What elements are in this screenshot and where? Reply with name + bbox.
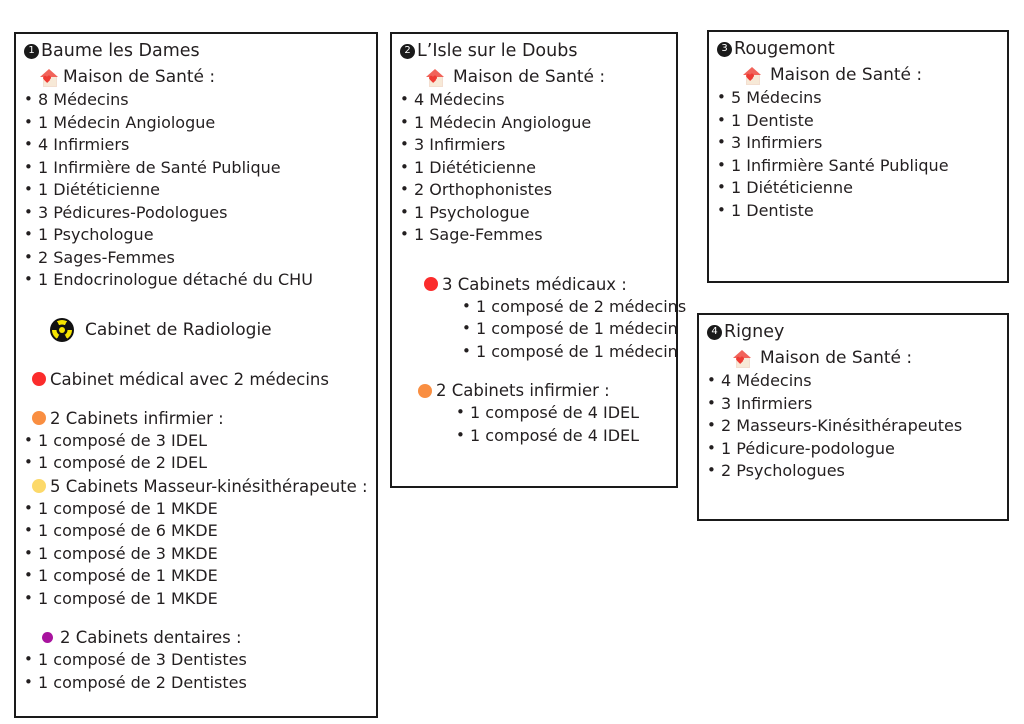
category-cabinets-medicaux: 3 Cabinets médicaux :	[424, 273, 668, 296]
town-name: L’Isle sur le Doubs	[417, 41, 578, 61]
category-label: 3 Cabinets médicaux :	[442, 274, 627, 294]
list-item: 1 composé de 4 IDEL	[456, 424, 668, 448]
maison-de-sante-label: Maison de Santé :	[770, 65, 923, 85]
list-item: 3 Pédicures-Podologues	[24, 201, 368, 225]
list-item: 1 composé de 2 médecins	[462, 295, 686, 319]
house-heart-icon	[40, 68, 59, 87]
town-number-badge: 4	[707, 324, 722, 340]
list-item: 1 composé de 2 IDEL	[24, 451, 368, 475]
list-item: 3 Infirmiers	[400, 133, 668, 157]
cabinet-radiologie-row: Cabinet de Radiologie	[50, 317, 368, 342]
town-header: 3 Rougemont	[717, 38, 999, 60]
list-item: 5 Médecins	[717, 86, 999, 110]
town-header: 4 Rigney	[707, 321, 999, 343]
list-item: 1 composé de 4 IDEL	[456, 401, 668, 425]
list-item: 8 Médecins	[24, 88, 368, 112]
maison-de-sante-header: Maison de Santé :	[733, 346, 999, 370]
list-item: 1 Médecin Angiologue	[24, 111, 368, 135]
list-item: 1 Psychologue	[400, 201, 668, 225]
category-medicaux-list: 1 composé de 2 médecins 1 composé de 1 m…	[400, 295, 686, 364]
category-cabinets-infirmier: 2 Cabinets infirmier :	[418, 379, 668, 402]
maison-de-sante-list: 8 Médecins 1 Médecin Angiologue 4 Infirm…	[24, 88, 368, 292]
town-panel-rougemont: 3 Rougemont Maison de Santé : 5 Médecins…	[707, 30, 1009, 283]
town-panel-baume-les-dames: 1 Baume les Dames Maison de Santé : 8 Mé…	[14, 32, 378, 718]
list-item: 1 Diététicienne	[24, 178, 368, 202]
cabinet-radiologie-label: Cabinet de Radiologie	[85, 319, 272, 340]
category-label: 2 Cabinets infirmier :	[436, 381, 610, 400]
category-infirmier-list: 1 composé de 3 IDEL 1 composé de 2 IDEL	[24, 429, 368, 475]
town-number-badge: 1	[24, 43, 39, 59]
house-heart-icon	[743, 66, 762, 85]
list-item: 1 Dentiste	[717, 109, 999, 133]
maison-de-sante-header: Maison de Santé :	[426, 65, 668, 89]
yellow-dot-icon	[32, 479, 46, 493]
category-cabinets-infirmier: 2 Cabinets infirmier :	[32, 407, 368, 430]
category-label: 5 Cabinets Masseur-kinésithérapeute :	[50, 476, 368, 496]
maison-de-sante-label: Maison de Santé :	[63, 67, 216, 87]
radioactive-icon	[50, 317, 74, 342]
list-item: 2 Masseurs-Kinésithérapeutes	[707, 414, 999, 438]
list-item: 1 Diététicienne	[717, 176, 999, 200]
list-item: 1 Médecin Angiologue	[400, 111, 668, 135]
town-header: 1 Baume les Dames	[24, 40, 368, 62]
list-item: 1 Pédicure-podologue	[707, 437, 999, 461]
maison-de-sante-list: 4 Médecins 1 Médecin Angiologue 3 Infirm…	[400, 88, 668, 247]
list-item: 2 Orthophonistes	[400, 178, 668, 202]
list-item: 1 composé de 3 Dentistes	[24, 648, 368, 672]
category-infirmier-list: 1 composé de 4 IDEL 1 composé de 4 IDEL	[400, 401, 668, 448]
list-item: 1 Infirmière de Santé Publique	[24, 156, 368, 180]
category-label: 2 Cabinets dentaires :	[60, 628, 242, 647]
list-item: 3 Infirmiers	[717, 131, 999, 155]
maison-de-sante-label: Maison de Santé :	[760, 348, 913, 368]
list-item: 4 Infirmiers	[24, 133, 368, 157]
maison-de-sante-label: Maison de Santé :	[453, 67, 606, 87]
list-item: 4 Médecins	[400, 88, 668, 112]
red-dot-icon	[424, 277, 438, 291]
category-mkde-list: 1 composé de 1 MKDE 1 composé de 6 MKDE …	[24, 497, 368, 611]
list-item: 1 composé de 3 MKDE	[24, 542, 368, 566]
list-item: 4 Médecins	[707, 369, 999, 393]
list-item: 2 Sages-Femmes	[24, 246, 368, 270]
town-name: Rougemont	[734, 39, 835, 59]
town-number-badge: 3	[717, 41, 732, 57]
house-heart-icon	[733, 349, 752, 368]
list-item: 1 composé de 6 MKDE	[24, 519, 368, 543]
town-panel-rigney: 4 Rigney Maison de Santé : 4 Médecins 3 …	[697, 313, 1009, 521]
orange-dot-icon	[32, 411, 46, 425]
house-heart-icon	[426, 68, 445, 87]
town-panel-lisle-sur-le-doubs: 2 L’Isle sur le Doubs Maison de Santé : …	[390, 32, 686, 488]
town-header: 2 L’Isle sur le Doubs	[400, 40, 668, 62]
list-item: 1 composé de 1 médecin	[462, 340, 678, 364]
town-number-badge: 2	[400, 43, 415, 59]
category-cabinets-mkde: 5 Cabinets Masseur-kinésithérapeute :	[32, 475, 368, 498]
maison-de-sante-list: 5 Médecins 1 Dentiste 3 Infirmiers 1 Inf…	[717, 86, 999, 223]
list-item: 1 composé de 2 Dentistes	[24, 671, 368, 695]
town-name: Rigney	[724, 322, 785, 342]
purple-dot-icon	[42, 632, 53, 643]
category-label: Cabinet médical avec 2 médecins	[50, 369, 329, 389]
list-item: 1 Psychologue	[24, 223, 368, 247]
list-item: 1 composé de 1 MKDE	[24, 587, 368, 611]
red-dot-icon	[32, 372, 46, 386]
list-item: 2 Psychologues	[707, 459, 999, 483]
list-item: 1 composé de 1 MKDE	[24, 497, 368, 521]
list-item: 1 Sage-Femmes	[400, 223, 668, 247]
maison-de-sante-header: Maison de Santé :	[743, 63, 999, 87]
category-cabinet-medical: Cabinet médical avec 2 médecins	[32, 368, 368, 391]
list-item: 1 Infirmière Santé Publique	[717, 154, 999, 178]
category-label: 2 Cabinets infirmier :	[50, 408, 224, 428]
list-item: 1 Endocrinologue détaché du CHU	[24, 268, 368, 292]
maison-de-sante-header: Maison de Santé :	[40, 65, 368, 89]
list-item: 3 Infirmiers	[707, 392, 999, 416]
orange-dot-icon	[418, 383, 432, 398]
maison-de-sante-list: 4 Médecins 3 Infirmiers 2 Masseurs-Kinés…	[707, 369, 999, 483]
town-name: Baume les Dames	[41, 41, 200, 61]
list-item: 1 composé de 1 médecin	[462, 317, 678, 341]
list-item: 1 composé de 1 MKDE	[24, 564, 368, 588]
list-item: 1 Diététicienne	[400, 156, 668, 180]
list-item: 1 composé de 3 IDEL	[24, 429, 368, 453]
list-item: 1 Dentiste	[717, 199, 999, 223]
category-dentaires-list: 1 composé de 3 Dentistes 1 composé de 2 …	[24, 648, 368, 695]
category-cabinets-dentaires: 2 Cabinets dentaires :	[42, 626, 368, 649]
